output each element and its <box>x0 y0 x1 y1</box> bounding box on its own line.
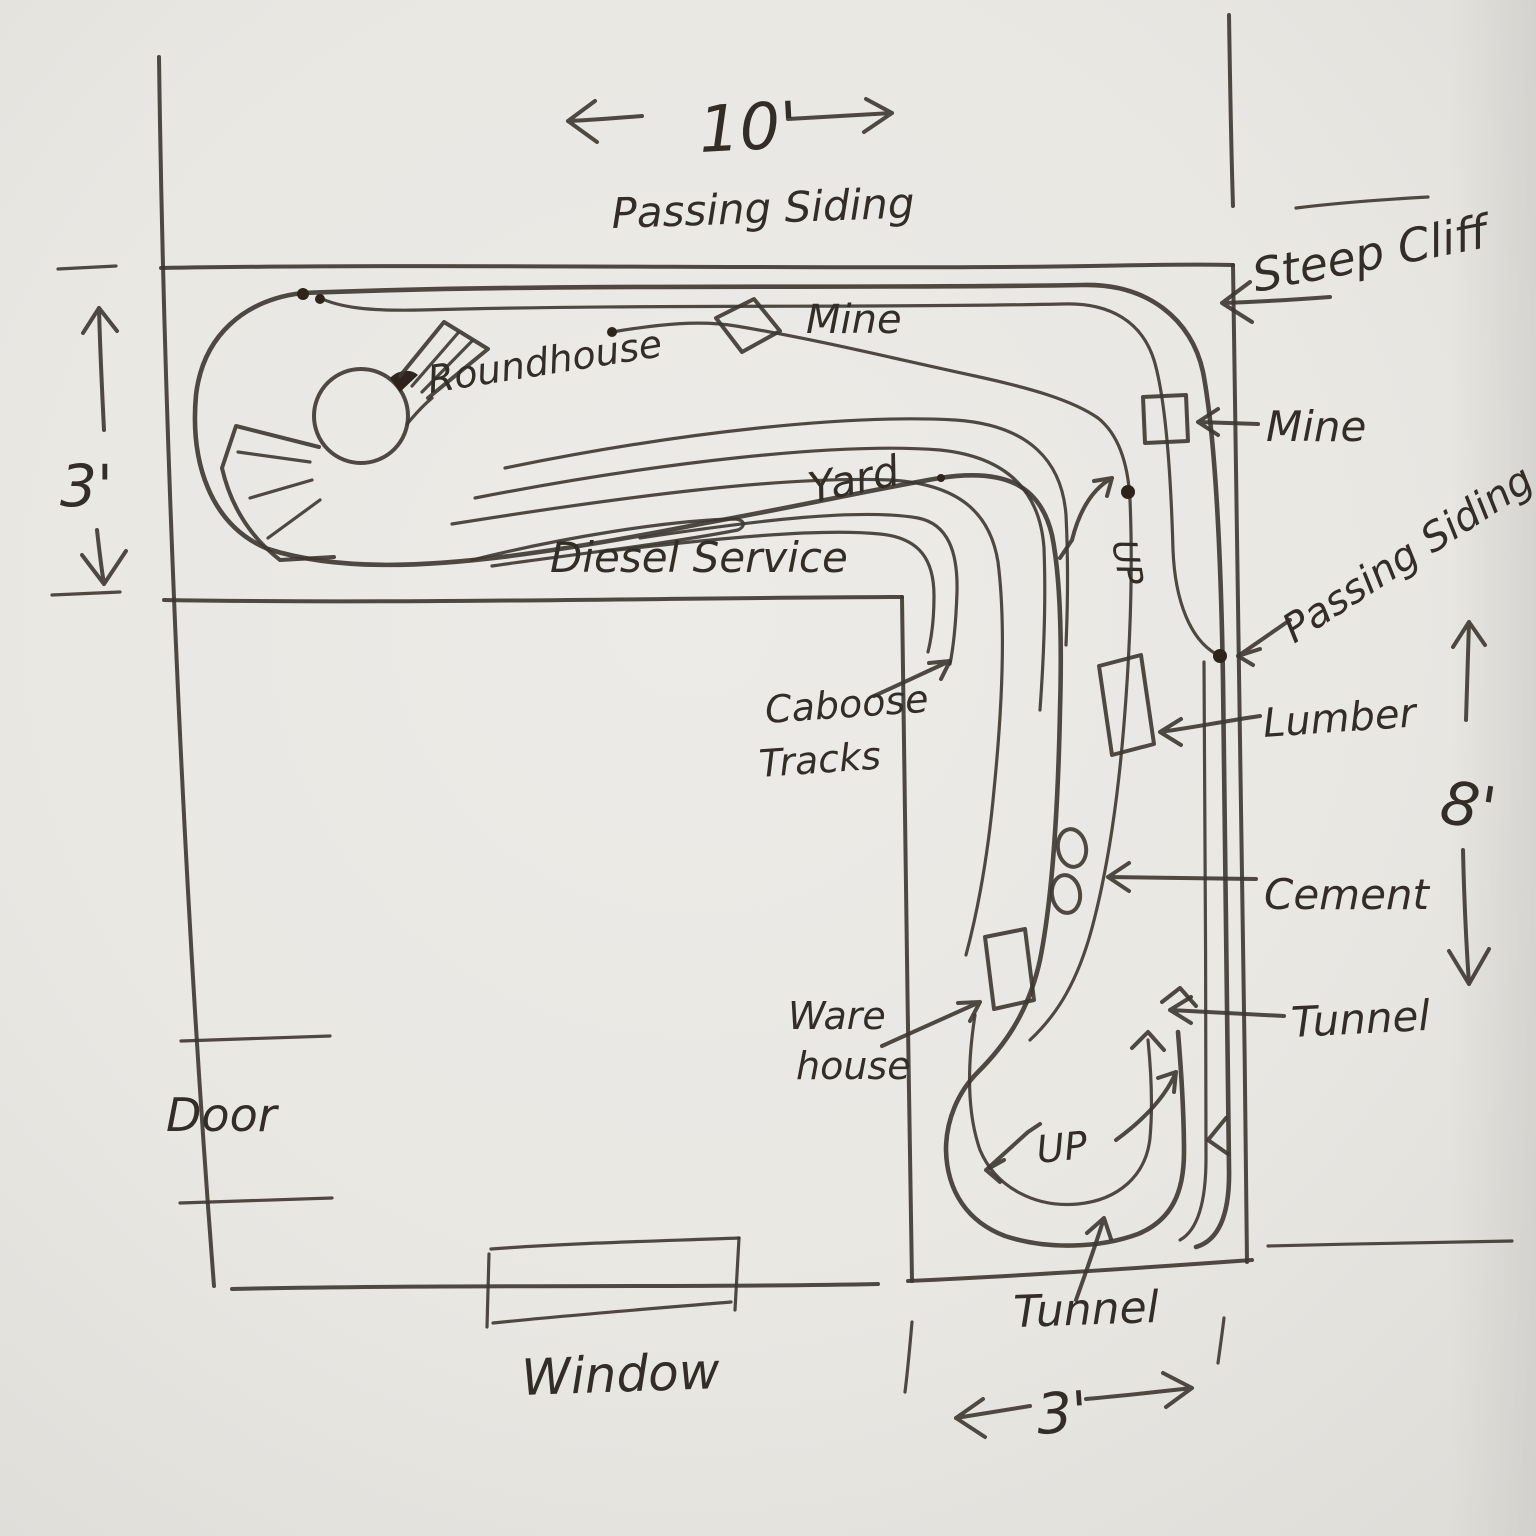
lumber-building <box>1097 653 1156 757</box>
dim-8ft-down-arrow <box>1447 848 1491 986</box>
up-grade-right-arrow <box>1058 476 1114 560</box>
warehouse-arrow <box>880 1000 982 1048</box>
steep-cliff-arrow <box>1220 280 1332 324</box>
room-walls <box>50 13 1514 1394</box>
tunnel-portal-marks <box>984 986 1230 1184</box>
dim-10ft-label: 10' <box>697 89 800 168</box>
diesel-service-label: Diesel Service <box>550 533 848 582</box>
mine-right-arrow <box>1196 407 1260 437</box>
paper-edge-shadow <box>1450 0 1536 1536</box>
turntable <box>312 367 418 465</box>
benchwork-outline <box>159 262 1249 1283</box>
passing-siding-top-label: Passing Siding <box>611 178 916 238</box>
mine-right-label: Mine <box>1266 402 1366 451</box>
window-label: Window <box>520 1342 720 1407</box>
cement-silos <box>1049 827 1089 915</box>
structures <box>220 297 1230 1184</box>
window-symbol <box>485 1236 741 1329</box>
up-grade-bottom-label: UP <box>1034 1123 1089 1172</box>
dim-3ft-up-arrow <box>81 306 119 432</box>
warehouse-label-line2: house <box>796 1044 911 1088</box>
cement-arrow <box>1106 861 1258 893</box>
up-grade-bottom-arrow <box>1114 1070 1178 1142</box>
dim-3ft-bottom-left-arrow <box>954 1397 1032 1439</box>
mine-top-building <box>714 297 782 354</box>
caboose-tracks-arrow <box>872 659 952 698</box>
roundhouse-upper-fan <box>398 320 490 400</box>
dim-8ft-up-arrow <box>1451 620 1487 722</box>
dim-10ft-left-arrow <box>566 99 644 144</box>
lumber-label: Lumber <box>1261 690 1419 747</box>
roundhouse-lower-fan <box>220 424 336 562</box>
mine-right-building <box>1141 393 1190 445</box>
tunnel-right-label: Tunnel <box>1290 991 1432 1047</box>
dim-3ft-bottom-right-arrow <box>1084 1371 1194 1409</box>
dim-3ft-bottom-label: 3' <box>1034 1380 1089 1448</box>
tunnel-bottom-arrow <box>1074 1216 1113 1302</box>
warehouse-building <box>983 927 1036 1011</box>
cement-label: Cement <box>1264 870 1431 919</box>
dim-10ft-right-arrow <box>786 97 894 134</box>
dim-8ft-label: 8' <box>1436 768 1501 846</box>
dimension-arrows <box>80 97 1491 1439</box>
door-label: Door <box>166 1088 280 1142</box>
roundhouse-label-leader <box>405 396 434 426</box>
labels: 10' Passing Siding Steep Cliff Mine Roun… <box>60 89 1536 1448</box>
door-marks <box>178 1034 334 1205</box>
lumber-arrow <box>1158 714 1262 747</box>
dim-3ft-down-arrow <box>80 528 128 586</box>
annotation-arrows <box>872 280 1332 1302</box>
tunnel-bottom-label: Tunnel <box>1013 1282 1161 1338</box>
caboose-tracks-label-line2: Tracks <box>758 734 883 786</box>
up-grade-right-label: UP <box>1103 537 1150 589</box>
passing-siding-right-arrow <box>1236 618 1292 667</box>
warehouse-label-line1: Ware <box>788 994 886 1038</box>
tunnel-right-arrow <box>1168 995 1286 1025</box>
mine-top-label: Mine <box>806 297 902 343</box>
dim-3ft-left-label: 3' <box>60 452 113 520</box>
